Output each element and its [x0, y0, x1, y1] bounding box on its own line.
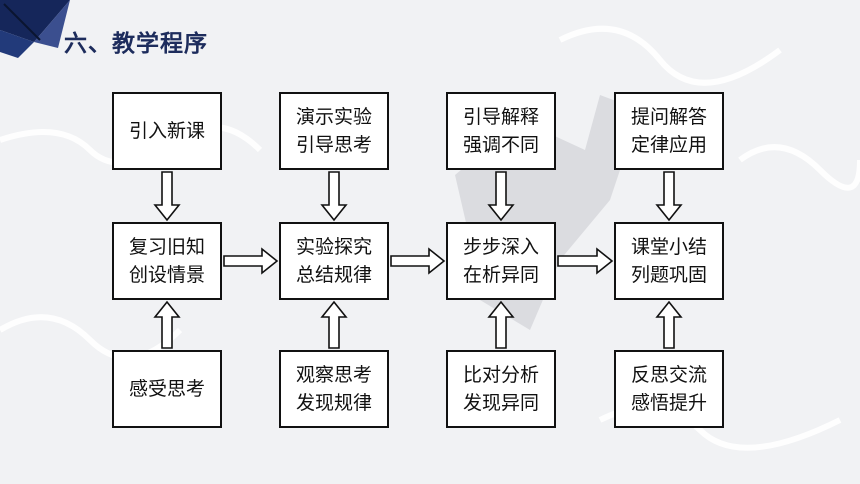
- box-line: 在析异同: [462, 264, 539, 286]
- box-line: 定律应用: [630, 134, 707, 156]
- box-line: 创设情景: [128, 264, 205, 286]
- box-col3-top: 引导解释强调不同: [446, 92, 556, 170]
- box-line: 实验探究: [295, 236, 372, 258]
- page-title: 六、教学程序: [64, 31, 208, 57]
- box-col3-bottom: 比对分析发现异同: [446, 350, 556, 428]
- box-line: 演示实验: [295, 106, 372, 128]
- box-line: 反思交流: [630, 364, 707, 386]
- box-col1-middle: 复习旧知创设情景: [112, 222, 222, 300]
- box-col1-bottom: 感受思考: [112, 350, 222, 428]
- box-line: 感悟提升: [630, 392, 707, 414]
- box-line: 强调不同: [462, 134, 539, 156]
- corner-logo-graphic: [0, 0, 70, 58]
- box-line: 观察思考: [295, 364, 372, 386]
- box-line: 步步深入: [462, 236, 539, 258]
- box-col3-middle: 步步深入在析异同: [446, 222, 556, 300]
- box-line: 课堂小结: [630, 236, 707, 258]
- box-col2-top: 演示实验引导思考: [279, 92, 389, 170]
- box-col1-top: 引入新课: [112, 92, 222, 170]
- box-col4-top: 提问解答定律应用: [614, 92, 724, 170]
- box-col4-bottom: 反思交流感悟提升: [614, 350, 724, 428]
- box-line: 引导思考: [295, 134, 372, 156]
- box-col2-middle: 实验探究总结规律: [279, 222, 389, 300]
- box-line: 提问解答: [630, 106, 707, 128]
- box-line: 复习旧知: [128, 236, 205, 258]
- box-line: 列题巩固: [630, 264, 707, 286]
- box-line: 总结规律: [295, 264, 372, 286]
- box-col2-bottom: 观察思考发现规律: [279, 350, 389, 428]
- box-line: 比对分析: [462, 364, 539, 386]
- box-line: 发现异同: [462, 392, 539, 414]
- box-line: 引导解释: [462, 106, 539, 128]
- box-line: 感受思考: [128, 378, 205, 400]
- box-line: 引入新课: [128, 120, 205, 142]
- box-line: 发现规律: [295, 392, 372, 414]
- box-col4-middle: 课堂小结列题巩固: [614, 222, 724, 300]
